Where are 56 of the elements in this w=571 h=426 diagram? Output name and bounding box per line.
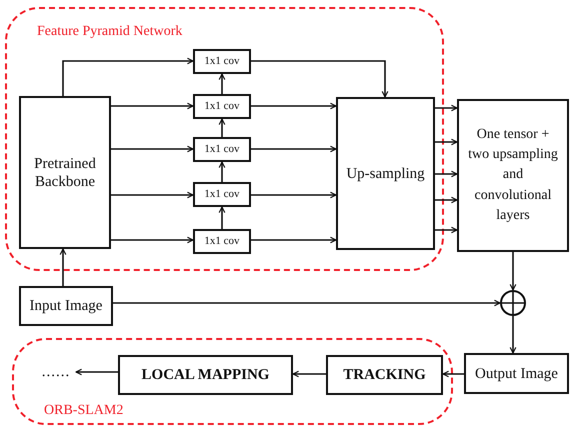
process-box [118,355,293,395]
process-box [193,137,251,162]
box-label: 1x1 cov [204,234,240,248]
dashed-group [12,338,453,425]
group-title: Feature Pyramid Network [37,24,182,40]
arrow [251,192,337,198]
box-label: 1x1 cov [204,100,240,114]
dashed-group [5,7,444,271]
arrow [218,73,226,94]
arrow [111,102,194,110]
arrow [251,60,388,98]
arrow [251,102,337,110]
box-label: One tensor + two upsampling and convolutional layers [467,126,559,225]
box-label: TRACKING [343,366,426,384]
arrow [60,248,66,286]
sum-circle [500,290,526,316]
arrow [62,58,194,96]
arrow [510,316,516,354]
box-label: LOCAL MAPPING [142,366,270,384]
process-box [336,97,435,250]
arrow [111,192,194,198]
box-label: 1x1 cov [204,188,240,202]
process-box [19,286,113,326]
process-box [193,229,251,254]
box-label: 1x1 cov [204,54,240,68]
process-box [193,49,251,74]
process-box [19,96,111,249]
arrow [111,236,194,244]
box-label: Output Image [475,364,558,382]
arrow [435,196,458,204]
process-box [457,99,569,252]
group-title: ORB-SLAM2 [44,403,124,419]
arrow [218,161,226,182]
arrow [75,368,118,376]
process-box [464,353,569,394]
arrow [251,236,337,244]
arrow [435,170,458,178]
box-label: Input Image [30,297,102,315]
arrow [218,206,226,229]
box-label: 1x1 cov [204,142,240,156]
arrow [251,146,337,152]
arrow [292,370,326,378]
arrow [111,146,194,152]
box-label: Pretrained Backbone [33,154,97,190]
process-box [326,355,443,395]
arrow [218,118,226,137]
process-box [193,94,251,119]
arrow [435,226,458,234]
arrow [435,104,458,112]
arrow [510,252,516,291]
arrow [442,370,464,378]
arrow [113,300,501,306]
arrow [435,138,458,146]
process-box [193,182,251,207]
ellipsis-text: ...... [42,363,70,381]
box-label: Up-sampling [346,164,425,182]
